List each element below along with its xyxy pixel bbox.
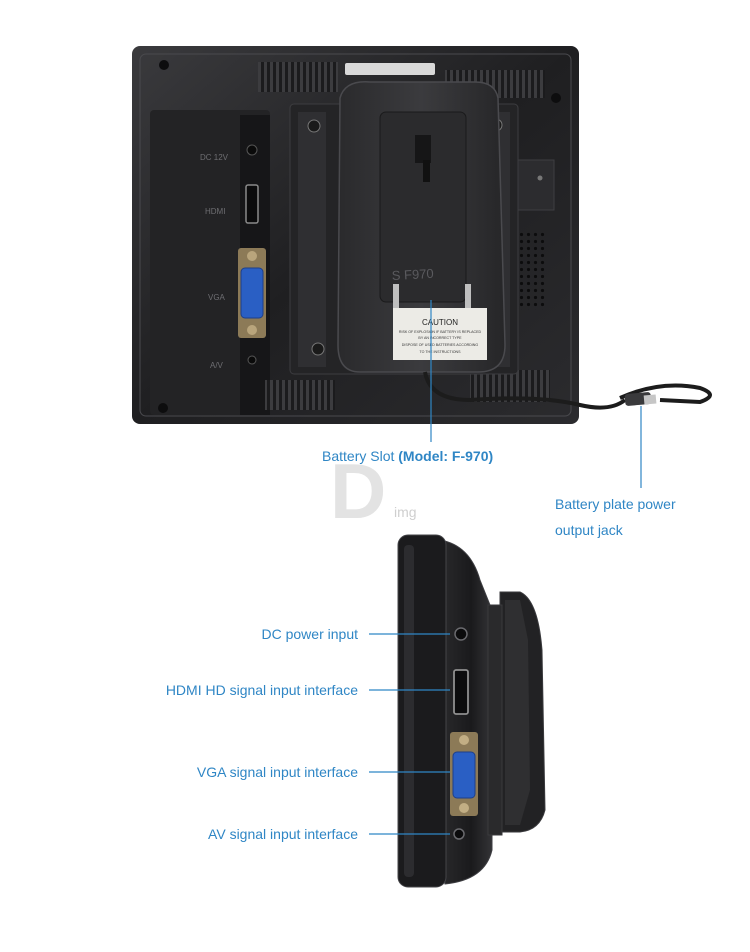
port-text-hdmi: HDMI xyxy=(205,207,225,216)
side-dc-jack-icon xyxy=(454,627,468,641)
hdmi-label: HDMI HD signal input interface xyxy=(165,682,358,698)
caution-line: TO THE INSTRUCTIONS xyxy=(420,350,462,354)
plate-jack-label-line1: Battery plate power xyxy=(555,496,676,512)
av-label: AV signal input interface xyxy=(208,826,358,842)
watermark-text: img xyxy=(394,504,417,520)
side-av-jack-icon xyxy=(453,828,465,840)
caution-sticker xyxy=(393,308,487,360)
screw-hole-icon xyxy=(551,93,561,103)
vga-port-icon xyxy=(240,267,264,319)
battery-slot-label: Battery Slot (Model: F-970) xyxy=(322,448,494,464)
watermark-letter: D xyxy=(330,447,386,535)
caution-line: RISK OF EXPLOSION IF BATTERY IS REPLACED xyxy=(399,330,482,334)
caution-title: CAUTION xyxy=(422,318,458,327)
plate-model-mark: S F970 xyxy=(391,266,434,283)
plate-power-cable xyxy=(423,371,627,410)
bottom-left-vent xyxy=(265,380,335,410)
port-text-vga: VGA xyxy=(208,293,226,302)
caution-line: DISPOSE OF USED BATTERIES ACCORDING xyxy=(402,343,479,347)
port-text-av: A/V xyxy=(210,361,224,370)
side-hdmi-port-icon xyxy=(453,669,469,715)
plate-jack-label-line2: output jack xyxy=(555,522,623,538)
screw-hole-icon xyxy=(158,403,168,413)
hdmi-port-icon xyxy=(245,184,259,224)
caution-line: BY AN INCORRECT TYPE xyxy=(418,336,462,340)
vga-label: VGA signal input interface xyxy=(196,764,358,780)
side-vga-port-icon xyxy=(452,751,476,799)
av-jack-icon xyxy=(247,355,257,365)
port-text-dc: DC 12V xyxy=(200,153,229,162)
dc-jack-icon xyxy=(246,144,258,156)
screw-hole-icon xyxy=(159,60,169,70)
top-left-vent xyxy=(258,62,338,92)
dc-power-label: DC power input xyxy=(261,626,359,642)
